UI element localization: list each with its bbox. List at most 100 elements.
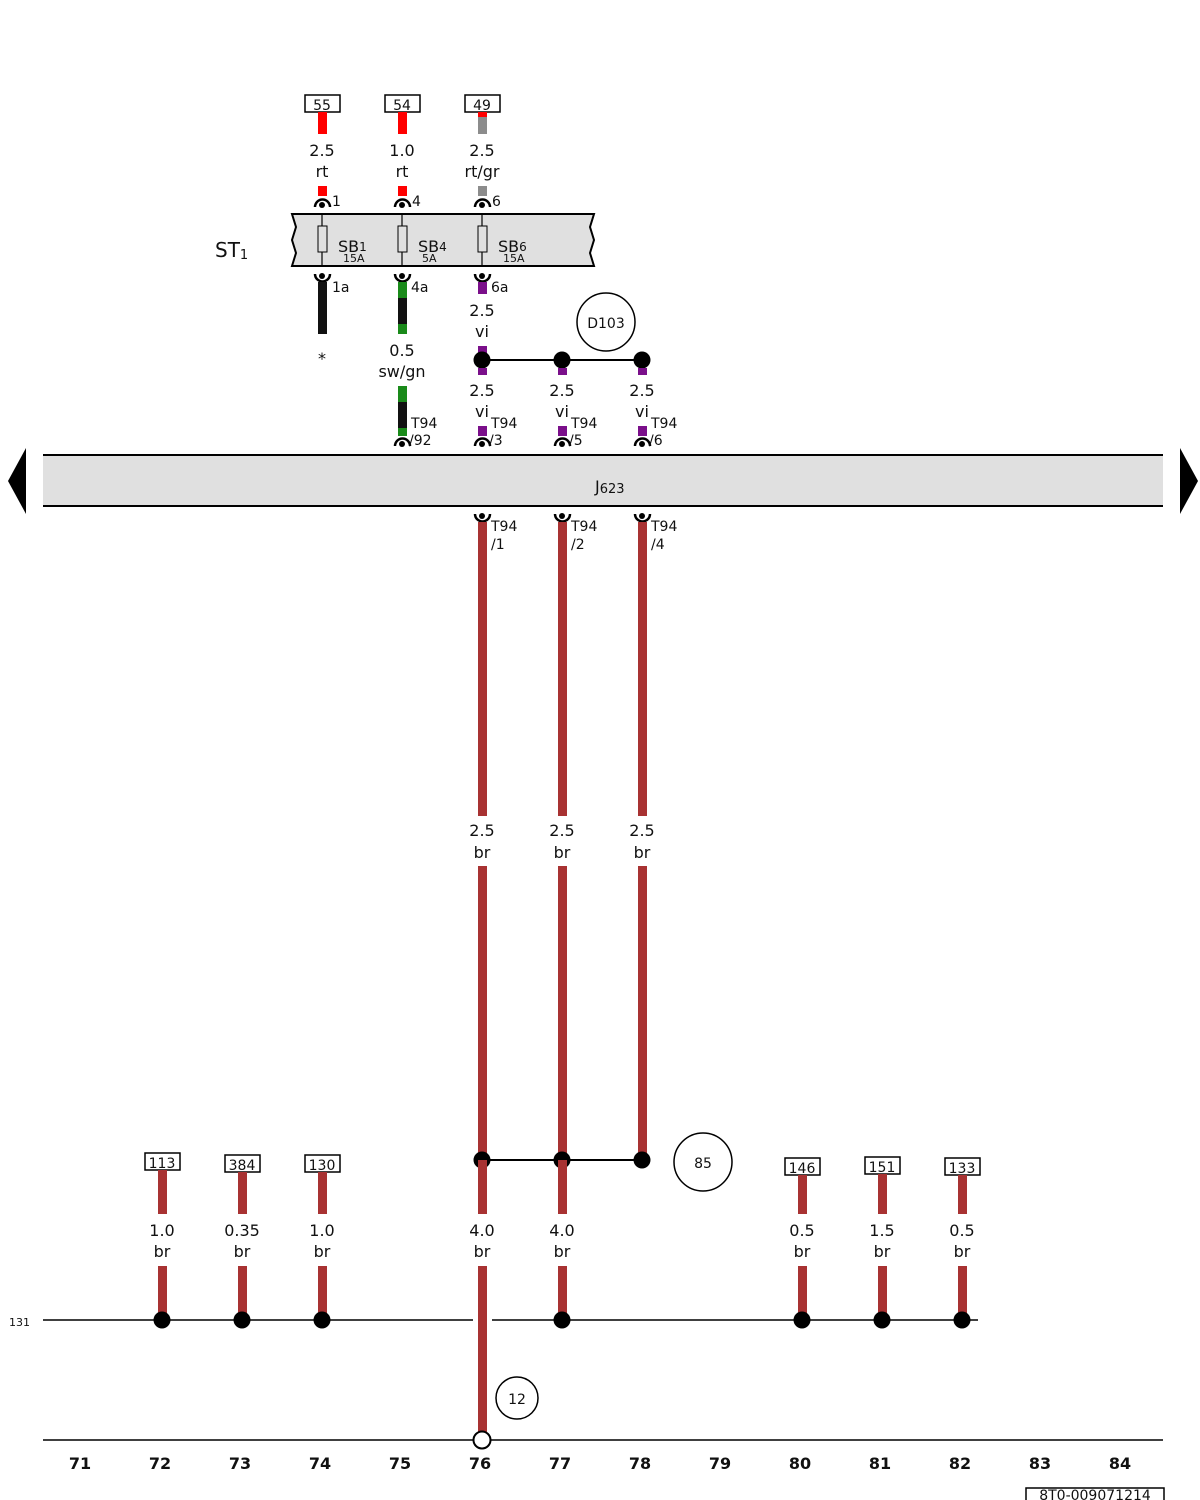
wire-vi-to-pin[interactable] (558, 426, 567, 436)
svg-text:146: 146 (789, 1161, 816, 1177)
wire-vi-branch[interactable] (638, 368, 647, 375)
svg-text:133: 133 (949, 1161, 976, 1177)
wire-br-77-lower[interactable] (558, 1266, 567, 1320)
connection-85[interactable]: 85 (673, 1132, 733, 1192)
bottom-ref-133[interactable]: 133 (944, 1157, 981, 1177)
connection-12[interactable]: 12 (495, 1376, 539, 1420)
wire-br-t94-4-upper[interactable] (638, 522, 647, 816)
wire-br-151-upper[interactable] (878, 1174, 887, 1214)
svg-text:SB6: SB6 (498, 237, 527, 256)
svg-text:80: 80 (789, 1454, 811, 1473)
wire-vi-to-pin[interactable] (478, 426, 487, 436)
wire-size-label: 1.0 (149, 1221, 174, 1240)
pin-label-t94-3: T94 /3 (489, 416, 517, 449)
wire-49-stub-red[interactable] (478, 112, 487, 117)
svg-text:T94: T94 (570, 519, 597, 535)
wire-br-133-upper[interactable] (958, 1175, 967, 1214)
wire-color-label: rt (316, 162, 329, 181)
top-ref-55[interactable]: 55 (304, 94, 341, 114)
svg-text:77: 77 (549, 1454, 571, 1473)
svg-text:84: 84 (1109, 1454, 1131, 1473)
wire-sb4-out[interactable] (398, 282, 407, 334)
svg-text:J623: J623 (594, 477, 625, 497)
wire-vi-branch[interactable] (478, 368, 487, 375)
fuse-box-st1[interactable] (290, 213, 596, 267)
bottom-ref-146[interactable]: 146 (784, 1157, 821, 1177)
svg-text:15A: 15A (343, 252, 365, 265)
svg-text:/92: /92 (409, 433, 432, 449)
wire-vi-branch[interactable] (558, 368, 567, 375)
svg-text:49: 49 (473, 98, 491, 114)
wire-br-t94-1-upper[interactable] (478, 522, 487, 816)
svg-text:/4: /4 (651, 537, 665, 553)
wire-br-t94-1-lower[interactable] (478, 866, 487, 1160)
wire-color-label: br (954, 1242, 971, 1261)
wire-vi-to-splice[interactable] (478, 346, 487, 356)
control-unit-j623[interactable]: J623 (43, 454, 1163, 507)
wire-br-113-upper[interactable] (158, 1170, 167, 1214)
fuse-box-label: ST1 (215, 238, 248, 263)
fuse-sb6[interactable]: SB6 15A (477, 214, 527, 266)
wire-br-t94-2-upper[interactable] (558, 522, 567, 816)
svg-text:54: 54 (393, 98, 411, 114)
connector-arc-icon (313, 198, 492, 208)
bottom-ref-130[interactable]: 130 (304, 1154, 341, 1174)
wire-sb6-out[interactable] (478, 282, 487, 294)
wire-color-label: br (554, 1242, 571, 1261)
wire-br-76-upper[interactable] (478, 1160, 487, 1214)
wire-br-76-lower[interactable] (478, 1266, 487, 1436)
fuse-sb4[interactable]: SB4 5A (397, 214, 447, 266)
wire-size-label: 4.0 (549, 1221, 574, 1240)
wire-br-384-lower[interactable] (238, 1266, 247, 1320)
svg-text:113: 113 (149, 1156, 176, 1172)
wire-sw-gn-lower[interactable] (398, 386, 407, 436)
wire-color-label: br (314, 1242, 331, 1261)
top-ref-54[interactable]: 54 (384, 94, 421, 114)
wire-size-label: 0.5 (389, 341, 414, 360)
svg-text:/3: /3 (489, 433, 503, 449)
svg-text:T94: T94 (490, 416, 517, 432)
svg-text:/5: /5 (569, 433, 583, 449)
pin-label-t94-4: T94 /4 (650, 519, 677, 553)
wire-size-label: 2.5 (469, 141, 494, 160)
bottom-ref-384[interactable]: 384 (224, 1154, 261, 1174)
wire-54-stub[interactable] (398, 112, 407, 134)
connection-d103[interactable]: D103 (576, 292, 636, 352)
wire-55-in[interactable] (318, 186, 327, 196)
ground-point-icon[interactable] (472, 1430, 492, 1450)
wire-br-130-lower[interactable] (318, 1266, 327, 1320)
svg-text:/2: /2 (571, 537, 585, 553)
wire-color-label: br (554, 843, 571, 862)
wire-color-label: vi (555, 402, 569, 421)
wire-br-130-upper[interactable] (318, 1172, 327, 1214)
wire-br-t94-2-lower[interactable] (558, 866, 567, 1160)
wire-color-label: vi (475, 402, 489, 421)
wire-br-t94-4-lower[interactable] (638, 866, 647, 1160)
wire-br-146-upper[interactable] (798, 1175, 807, 1214)
wire-49-stub-grey[interactable] (478, 117, 487, 134)
nav-right-arrow-icon[interactable] (1180, 448, 1198, 514)
svg-text:72: 72 (149, 1454, 171, 1473)
wire-br-151-lower[interactable] (878, 1266, 887, 1320)
wire-br-133-lower[interactable] (958, 1266, 967, 1320)
wire-br-146-lower[interactable] (798, 1266, 807, 1320)
bottom-ref-113[interactable]: 113 (144, 1152, 181, 1172)
wire-size-label: 2.5 (469, 821, 494, 840)
wire-br-77-upper[interactable] (558, 1160, 567, 1214)
svg-text:83: 83 (1029, 1454, 1051, 1473)
top-ref-49[interactable]: 49 (464, 94, 501, 114)
pin-label-t94-5: T94 /5 (569, 416, 597, 449)
wire-br-113-lower[interactable] (158, 1266, 167, 1320)
nav-left-arrow-icon[interactable] (8, 448, 26, 514)
wire-vi-to-pin[interactable] (638, 426, 647, 436)
wire-br-384-upper[interactable] (238, 1172, 247, 1214)
wire-55-stub[interactable] (318, 112, 327, 134)
wire-49-in[interactable] (478, 186, 487, 196)
svg-text:74: 74 (309, 1454, 331, 1473)
fuse-sb1[interactable]: SB1 15A (317, 214, 367, 266)
wire-size-label: 4.0 (469, 1221, 494, 1240)
bottom-ref-151[interactable]: 151 (864, 1156, 901, 1176)
wire-sb1-out[interactable] (318, 282, 327, 334)
wire-54-in[interactable] (398, 186, 407, 196)
wire-size-label: 2.5 (469, 301, 494, 320)
